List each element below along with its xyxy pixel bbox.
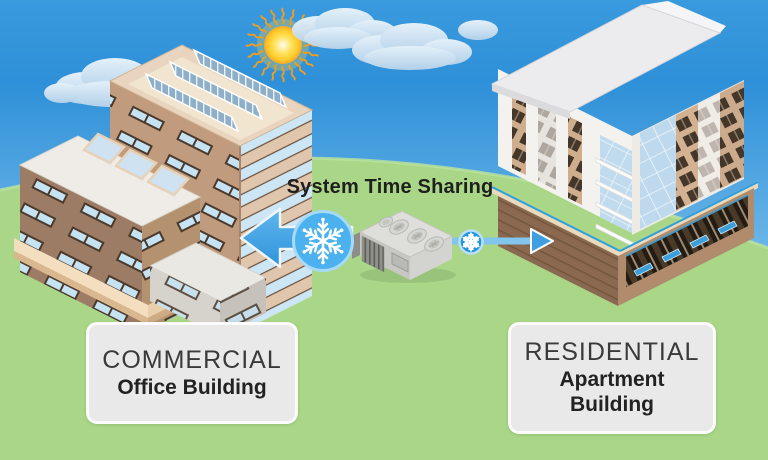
annex-roof — [18, 135, 202, 227]
chiller-fans — [378, 216, 444, 252]
front-annex-right-windows — [220, 278, 266, 336]
chiller-grille — [361, 235, 385, 273]
roof-fascia — [492, 84, 570, 119]
podium-grooves — [498, 196, 618, 306]
blue-trim — [625, 194, 749, 257]
cloud-icon — [352, 20, 498, 70]
blue-trim — [491, 186, 621, 252]
commercial-category-label: COMMERCIAL — [102, 346, 282, 375]
commercial-office-building — [14, 44, 314, 336]
skylights — [81, 132, 191, 197]
commercial-building-label: Office Building — [117, 375, 267, 399]
blue-trim — [619, 181, 759, 252]
residential-building-label: Apartment Building — [559, 368, 665, 417]
tan-column-windows — [720, 81, 744, 189]
tan-column-windows — [676, 104, 698, 211]
roof-wedge-back — [642, 1, 726, 33]
chiller-right — [410, 236, 452, 280]
roof-deck — [128, 57, 294, 140]
wall-strip-windows — [698, 93, 720, 200]
chiller-panel — [391, 252, 409, 273]
storefront-windows — [626, 196, 748, 287]
glass-curtain-grid — [640, 115, 676, 229]
residential-category-label: RESIDENTIAL — [524, 338, 700, 367]
chiller-side — [352, 232, 360, 259]
storefront-awnings — [633, 220, 738, 277]
front-annex-left-windows — [150, 266, 220, 336]
wall-strip-windows — [538, 101, 556, 190]
pilaster-windows — [568, 116, 582, 205]
diagram-title: System Time Sharing — [286, 176, 494, 198]
roof-wedge — [490, 4, 722, 113]
tower-left-wall — [498, 69, 632, 233]
residential-apartment-building — [490, 1, 759, 306]
pilaster-windows — [512, 82, 526, 175]
flow-diagram — [239, 207, 554, 283]
balconies — [595, 157, 637, 249]
residential-label-card: RESIDENTIAL Apartment Building — [508, 322, 716, 434]
awning-ledge-edge — [14, 251, 148, 325]
awning-ledge — [14, 238, 148, 318]
commercial-label-card: COMMERCIAL Office Building — [86, 322, 298, 424]
chiller-unit-icon — [352, 210, 456, 283]
solar-panels-icon — [144, 48, 288, 133]
arrow-right-icon — [530, 228, 554, 254]
